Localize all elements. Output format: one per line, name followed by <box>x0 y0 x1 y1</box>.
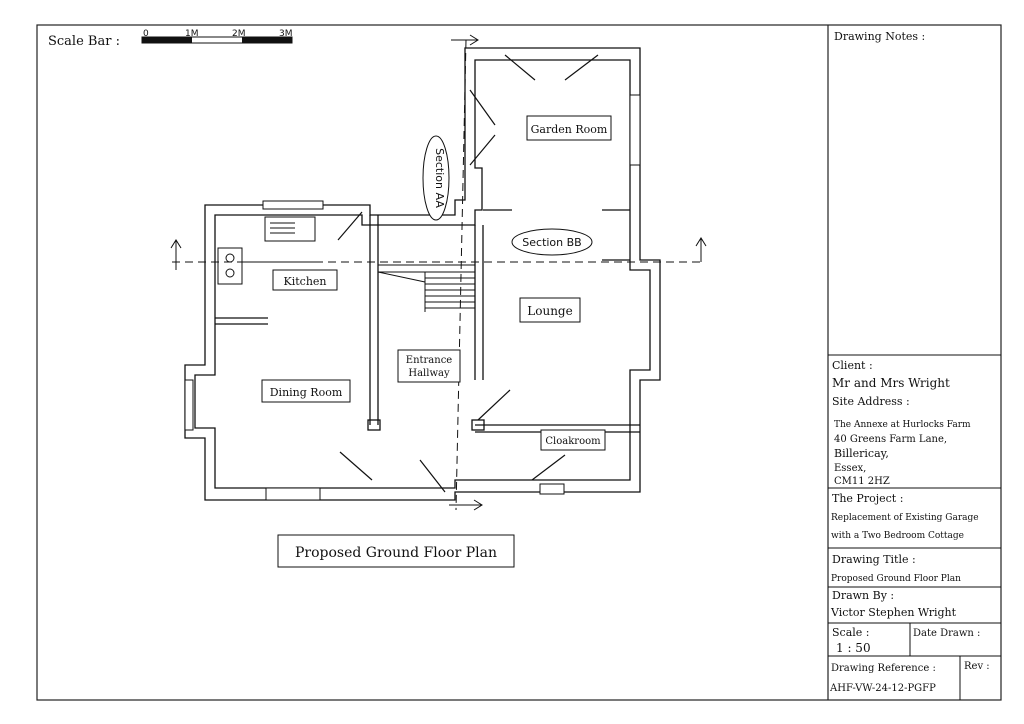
drawn-by-value: Victor Stephen Wright <box>830 606 957 619</box>
site-address-line-4: Essex, <box>834 463 866 474</box>
room-labels <box>261 115 612 451</box>
scale-label: Scale : <box>832 626 870 639</box>
date-drawn-label: Date Drawn : <box>913 628 980 639</box>
room-label-kitchen: Kitchen <box>284 275 327 288</box>
client-label: Client : <box>832 359 873 372</box>
scale-tick-2: 2M <box>232 29 246 39</box>
plan-title-box <box>277 534 515 568</box>
drawn-by-label: Drawn By : <box>832 589 894 602</box>
scale-bar-label: Scale Bar : <box>48 34 120 49</box>
windows <box>184 94 641 501</box>
title-block <box>828 354 1001 700</box>
section-bb-label: Section BB <box>522 236 581 249</box>
doors <box>337 54 599 493</box>
site-address-line-2: 40 Greens Farm Lane, <box>834 434 947 445</box>
scale-value: 1 : 50 <box>836 641 871 655</box>
drawing-reference-value: AHF-VW-24-12-PGFP <box>829 683 936 694</box>
drawing-reference-label: Drawing Reference : <box>831 663 936 674</box>
site-address-line-1: The Annexe at Hurlocks Farm <box>834 420 971 430</box>
scale-tick-3: 3M <box>279 29 293 39</box>
staircase <box>377 264 475 312</box>
site-address-line-3: Billericay, <box>834 447 889 460</box>
room-label-dining-room: Dining Room <box>270 386 343 399</box>
scale-tick-1: 1M <box>185 29 199 39</box>
room-label-lounge: Lounge <box>527 304 572 318</box>
drawing-title-label: Drawing Title : <box>832 553 916 566</box>
room-label-entrance: Entrance <box>406 355 453 366</box>
section-aa-marker: Section AA <box>422 135 450 221</box>
project-line-1: Replacement of Existing Garage <box>831 513 979 523</box>
sheet-border <box>36 24 1002 701</box>
drawing-notes-label: Drawing Notes : <box>834 30 925 43</box>
rev-label: Rev : <box>964 661 990 672</box>
project-label: The Project : <box>832 492 903 505</box>
section-aa-label: Section AA <box>433 148 446 208</box>
section-bb-marker: Section BB <box>511 228 593 256</box>
client-value: Mr and Mrs Wright <box>832 376 950 390</box>
site-address-line-5: CM11 2HZ <box>834 476 890 487</box>
room-label-cloakroom: Cloakroom <box>545 436 601 447</box>
project-line-2: with a Two Bedroom Cottage <box>831 531 964 541</box>
section-lines <box>170 34 707 511</box>
site-address-label: Site Address : <box>832 395 910 408</box>
scale-tick-0: 0 <box>143 29 149 39</box>
drawing-title-value: Proposed Ground Floor Plan <box>831 574 961 584</box>
plan-title: Proposed Ground Floor Plan <box>295 545 497 561</box>
walls <box>184 47 661 501</box>
room-label-garden-room: Garden Room <box>531 123 608 136</box>
room-label-hallway: Hallway <box>408 368 450 379</box>
scale-bar: Scale Bar : 0 1M 2M 3M <box>48 29 293 49</box>
